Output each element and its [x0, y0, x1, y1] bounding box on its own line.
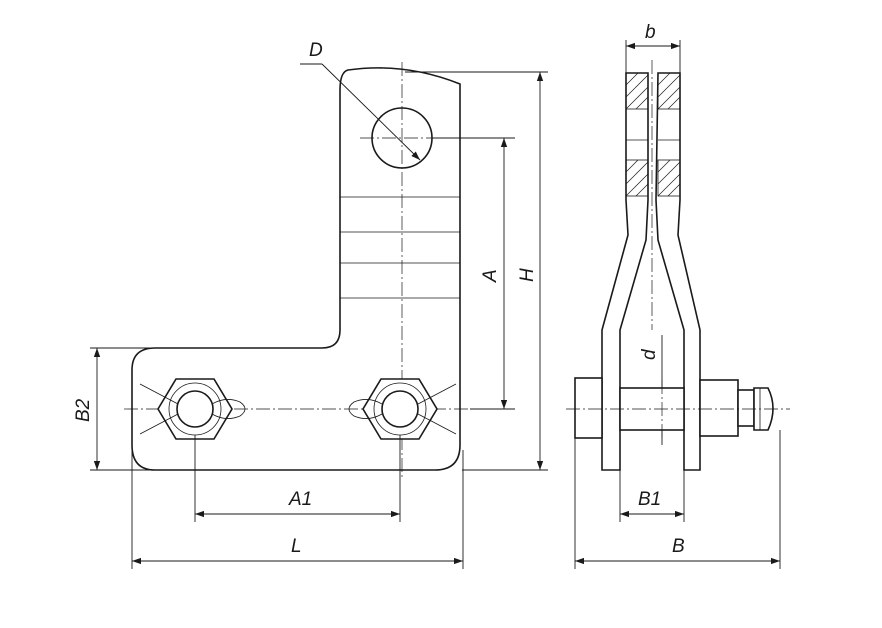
- bolt: [574, 377, 774, 439]
- dimension-b: b: [625, 22, 681, 73]
- bend-lines: [340, 196, 460, 299]
- dimension-B2: B2: [73, 347, 155, 471]
- label-A1: A1: [288, 489, 312, 510]
- dimension-D: D: [300, 40, 421, 161]
- label-b: b: [645, 22, 656, 43]
- nut-right: [348, 378, 457, 440]
- label-d: d: [639, 348, 660, 360]
- dimension-L: L: [131, 450, 464, 569]
- dimension-d: d: [639, 335, 663, 445]
- dimension-H: H: [405, 71, 548, 471]
- label-D: D: [309, 40, 323, 61]
- bracket-outline: [131, 67, 461, 471]
- section-hatching: [625, 72, 681, 197]
- label-A: A: [480, 269, 501, 283]
- label-B1: B1: [638, 489, 661, 510]
- nut-left: [139, 378, 246, 440]
- dimension-A: A: [432, 137, 515, 410]
- label-H: H: [517, 268, 538, 282]
- side-view: b d B1 B: [566, 22, 790, 569]
- label-L: L: [291, 536, 302, 557]
- front-view: D A H B2 A1: [73, 40, 548, 569]
- dimension-B: B: [574, 430, 781, 569]
- label-B2: B2: [73, 398, 94, 422]
- dimension-A1: A1: [194, 435, 401, 522]
- fork-prong-right: [655, 72, 701, 471]
- label-B: B: [672, 536, 685, 557]
- dimension-B1: B1: [619, 470, 685, 522]
